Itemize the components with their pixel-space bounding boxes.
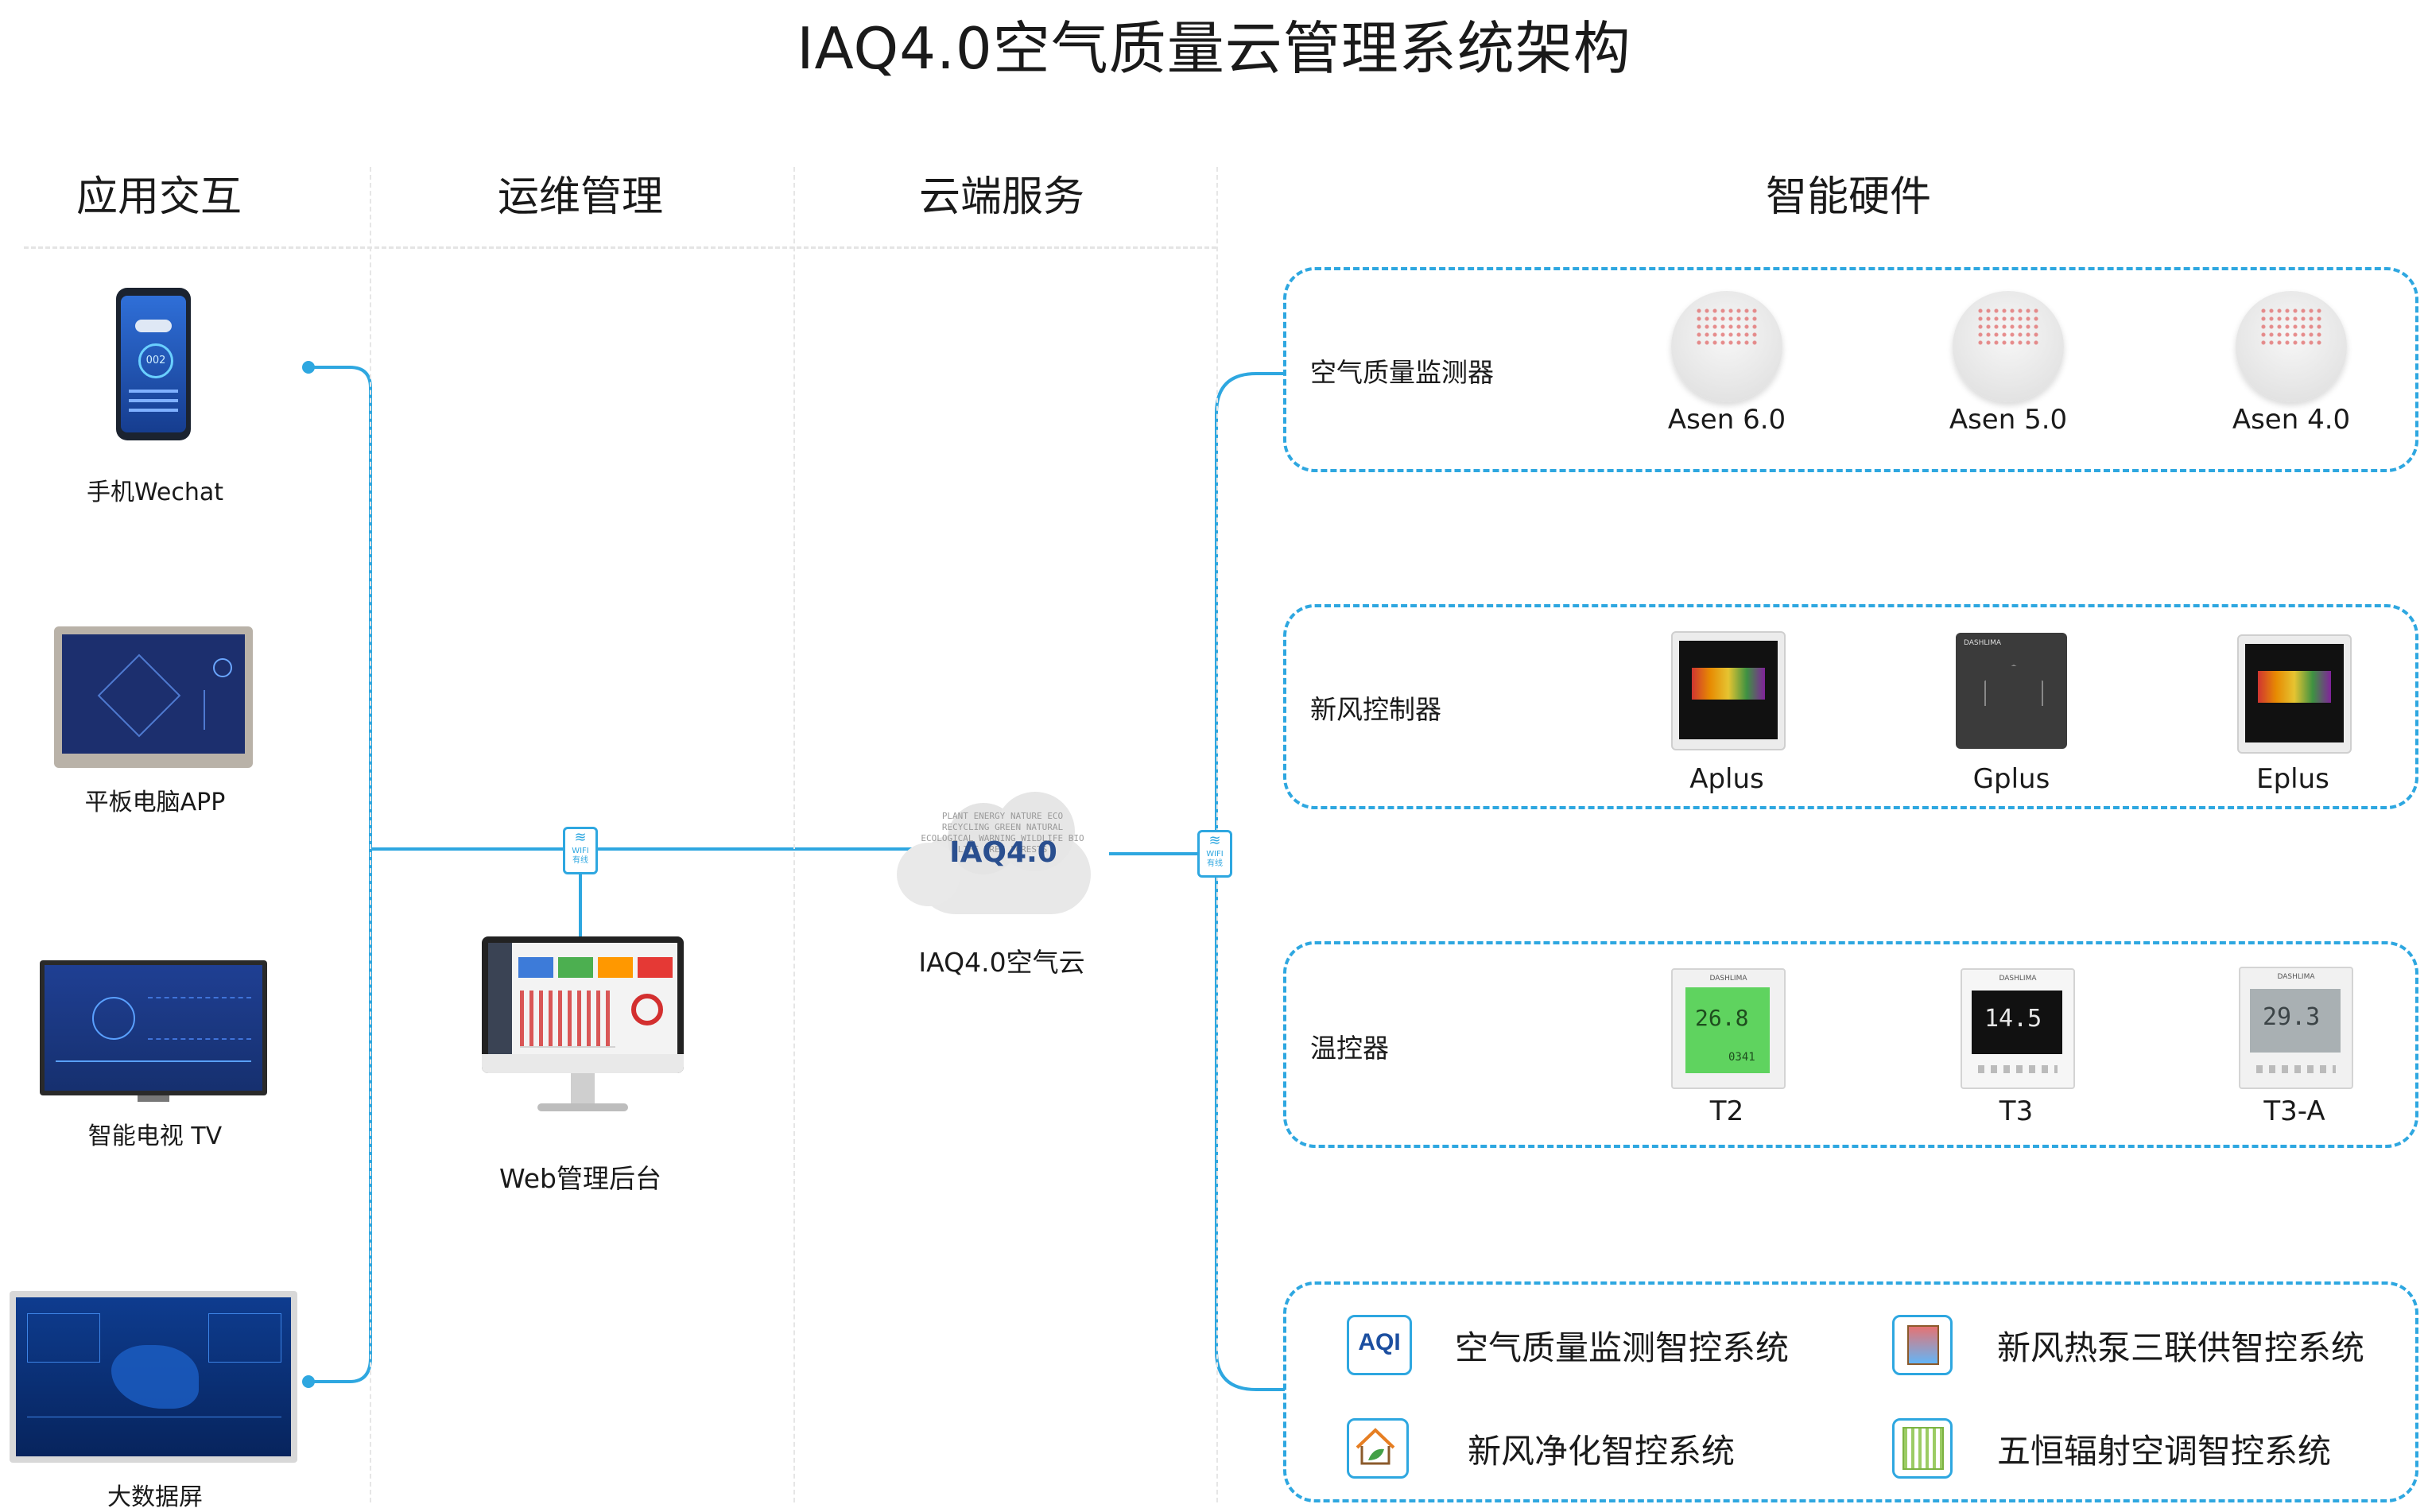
group-label: 空气质量监测器 <box>1310 357 1494 388</box>
column-header-cloud: 云端服务 <box>918 173 1084 221</box>
wifi-icon: ≋ <box>1208 832 1221 849</box>
device-label: T3-A <box>2263 1095 2325 1127</box>
group-thermostats <box>1283 941 2418 1148</box>
cloud-graphic: PLANT ENERGY NATURE ECO RECYCLING GREEN … <box>892 787 1115 919</box>
hardware-bus-line <box>1215 372 1285 1391</box>
bigscreen-connector-dot <box>302 1375 315 1388</box>
web-admin-label: Web管理后台 <box>499 1163 661 1194</box>
phone-label: 手机Wechat <box>86 479 224 506</box>
radiant-panel-icon <box>1892 1418 1953 1479</box>
header-divider <box>24 246 1216 249</box>
t3a-reading: 29.3 <box>2263 1003 2321 1031</box>
wifi-badge-ops: ≋ WIFI 有线 <box>563 827 598 874</box>
phone-connector-dot <box>302 361 315 374</box>
column-header-app: 应用交互 <box>76 173 242 221</box>
column-header-ops: 运维管理 <box>497 173 663 221</box>
page-title: IAQ4.0空气质量云管理系统架构 <box>797 15 1631 82</box>
heat-pump-icon <box>1892 1315 1953 1375</box>
group-label: 温控器 <box>1310 1033 1389 1064</box>
device-label: Gplus <box>1972 763 2050 795</box>
device-label: Asen 5.0 <box>1949 404 2068 436</box>
device-label: T2 <box>1709 1095 1744 1127</box>
group-fresh-air-controllers <box>1283 604 2418 809</box>
cloud-logo-text: IAQ4.0 <box>949 836 1057 869</box>
tablet-image <box>54 626 253 768</box>
tablet-label: 平板电脑APP <box>84 789 226 816</box>
group-label: 新风控制器 <box>1310 694 1441 725</box>
aqi-icon: AQI <box>1347 1315 1412 1375</box>
wifi-icon: ≋ <box>574 829 587 846</box>
column-header-hardware: 智能硬件 <box>1765 173 1931 221</box>
device-label: Asen 4.0 <box>2232 404 2351 436</box>
house-leaf-icon <box>1347 1418 1409 1479</box>
group-air-monitors <box>1283 267 2418 472</box>
t3a-thermostat-image: DASHLIMA 29.3 <box>2239 967 2353 1089</box>
wifi-badge-hardware: ≋ WIFI 有线 <box>1197 830 1232 878</box>
system-label: 新风净化智控系统 <box>1468 1432 1736 1471</box>
device-label: T3 <box>1999 1095 2034 1127</box>
t2-thermostat-image: DASHLIMA 26.8 0341 <box>1671 968 1786 1089</box>
tv-image <box>40 960 267 1102</box>
bigscreen-label: 大数据屏 <box>107 1483 203 1511</box>
t2-reading: 26.8 <box>1695 1005 1749 1031</box>
device-label: Aplus <box>1689 763 1764 795</box>
column-divider <box>793 167 795 1502</box>
system-label: 空气质量监测智控系统 <box>1455 1328 1790 1367</box>
eplus-controller-image <box>2237 634 2352 754</box>
app-bus-line <box>308 366 372 1383</box>
cloud-word-texture: PLANT ENERGY NATURE ECO RECYCLING GREEN … <box>921 811 1084 855</box>
asen-monitor-image <box>1671 291 1782 402</box>
asen-monitor-image <box>1953 291 2064 402</box>
gplus-controller-image: DASHLIMA <box>1956 633 2067 749</box>
asen-monitor-image <box>2236 291 2347 402</box>
t3-reading: 14.5 <box>1984 1005 2042 1033</box>
phone-reading: 002 <box>138 343 173 378</box>
web-admin-monitor-image <box>482 936 684 1119</box>
device-label: Eplus <box>2256 763 2329 795</box>
system-label: 新风热泵三联供智控系统 <box>1997 1328 2365 1367</box>
bigscreen-image <box>10 1291 297 1463</box>
phone-image: 002 <box>116 288 191 440</box>
cloud-label: IAQ4.0空气云 <box>918 947 1085 978</box>
system-label: 五恒辐射空调智控系统 <box>1997 1432 2332 1471</box>
group-control-systems <box>1283 1281 2418 1502</box>
aplus-controller-image <box>1671 631 1786 750</box>
t3-thermostat-image: DASHLIMA 14.5 <box>1961 968 2075 1089</box>
device-label: Asen 6.0 <box>1667 404 1786 436</box>
column-divider <box>370 167 371 1502</box>
tv-label: 智能电视 TV <box>87 1122 223 1150</box>
